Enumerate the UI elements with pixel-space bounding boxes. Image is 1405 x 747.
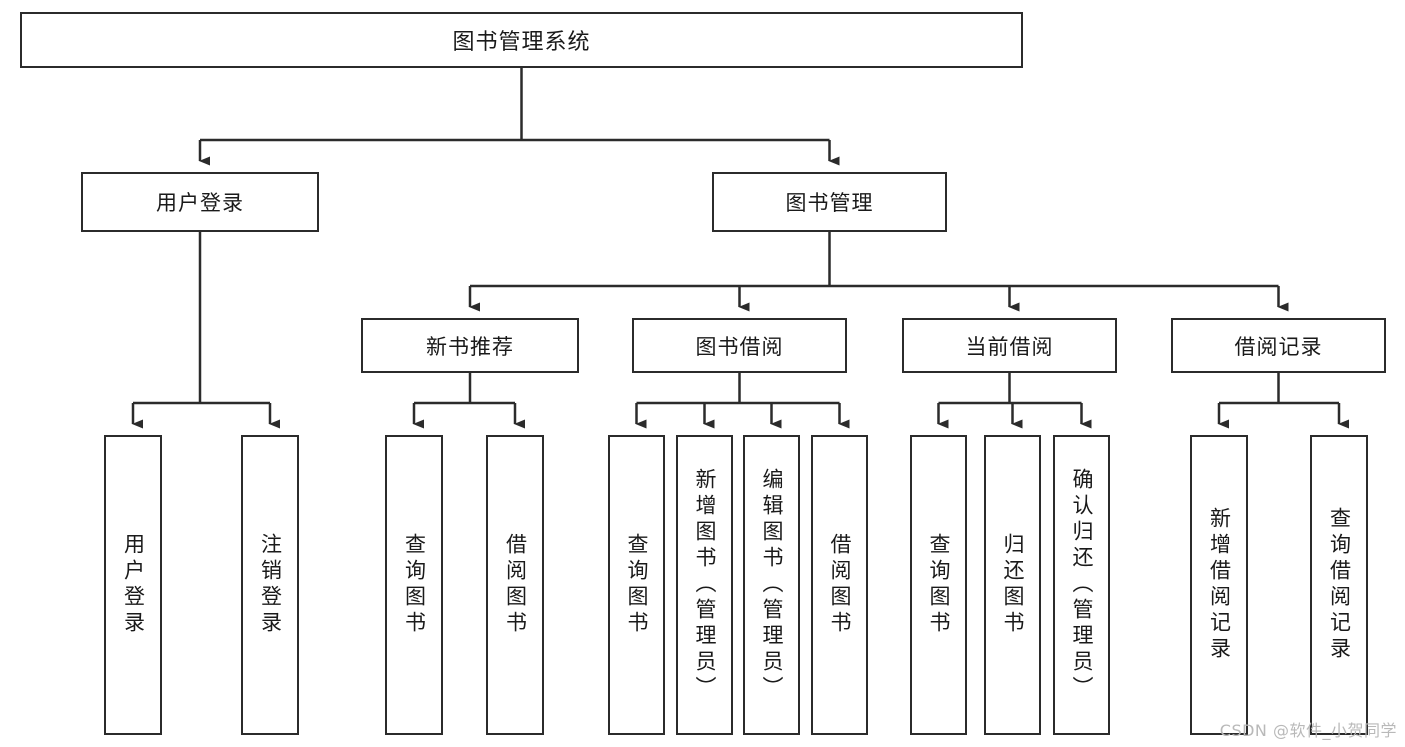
node-label-book-borrow: 图书借阅 (695, 334, 784, 359)
node-label-leaf-user-login: 用户登录 (121, 533, 146, 637)
node-label-leaf-query-book-cur: 查询图书 (927, 533, 951, 637)
node-current-borrow[interactable]: 当前借阅 (902, 318, 1117, 373)
node-label-leaf-edit-book: 编辑图书（管理员） (760, 468, 784, 702)
node-book-manage[interactable]: 图书管理 (712, 172, 947, 232)
node-new-book-rec[interactable]: 新书推荐 (361, 318, 579, 373)
node-leaf-user-login[interactable]: 用户登录 (104, 435, 162, 735)
node-leaf-confirm-return[interactable]: 确认归还（管理员） (1053, 435, 1110, 735)
node-label-user-login: 用户登录 (156, 191, 244, 215)
node-label-borrow-record: 借阅记录 (1234, 334, 1323, 359)
node-label-root: 图书管理系统 (452, 30, 591, 55)
node-root[interactable]: 图书管理系统 (20, 12, 1023, 68)
node-label-book-manage: 图书管理 (785, 191, 874, 215)
node-label-leaf-return-book: 归还图书 (1001, 533, 1025, 637)
node-leaf-query-book-cur[interactable]: 查询图书 (910, 435, 967, 735)
node-leaf-query-record[interactable]: 查询借阅记录 (1310, 435, 1368, 735)
node-leaf-query-book-rec[interactable]: 查询图书 (385, 435, 443, 735)
node-label-leaf-query-book-bor: 查询图书 (625, 533, 649, 637)
node-label-leaf-borrow-book-bor: 借阅图书 (828, 533, 852, 637)
node-user-login[interactable]: 用户登录 (81, 172, 319, 232)
node-label-leaf-add-book: 新增图书（管理员） (693, 468, 717, 702)
node-label-leaf-query-record: 查询借阅记录 (1327, 507, 1352, 663)
node-label-leaf-add-record: 新增借阅记录 (1207, 507, 1232, 663)
node-label-leaf-confirm-return: 确认归还（管理员） (1070, 468, 1094, 702)
node-leaf-edit-book[interactable]: 编辑图书（管理员） (743, 435, 800, 735)
node-label-leaf-borrow-book-rec: 借阅图书 (503, 533, 528, 637)
node-label-leaf-user-logout: 注销登录 (258, 533, 283, 637)
node-label-new-book-rec: 新书推荐 (426, 334, 514, 359)
node-label-leaf-query-book-rec: 查询图书 (402, 533, 427, 637)
node-leaf-return-book[interactable]: 归还图书 (984, 435, 1041, 735)
csdn-watermark: CSDN @软件_小贺同学 (1219, 721, 1397, 740)
node-book-borrow[interactable]: 图书借阅 (632, 318, 847, 373)
node-leaf-borrow-book-bor[interactable]: 借阅图书 (811, 435, 868, 735)
node-borrow-record[interactable]: 借阅记录 (1171, 318, 1386, 373)
node-leaf-add-book[interactable]: 新增图书（管理员） (676, 435, 733, 735)
node-leaf-borrow-book-rec[interactable]: 借阅图书 (486, 435, 544, 735)
node-label-current-borrow: 当前借阅 (965, 334, 1054, 359)
node-leaf-add-record[interactable]: 新增借阅记录 (1190, 435, 1248, 735)
node-leaf-user-logout[interactable]: 注销登录 (241, 435, 299, 735)
node-leaf-query-book-bor[interactable]: 查询图书 (608, 435, 665, 735)
